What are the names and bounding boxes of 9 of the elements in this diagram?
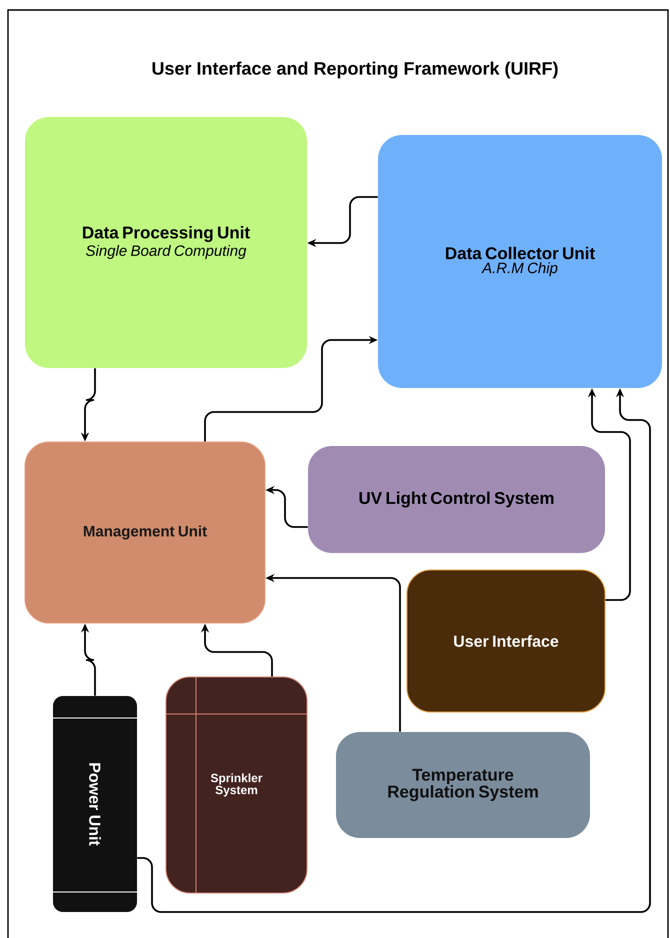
title: User Interface and Reporting Framework (UIRF) xyxy=(152,62,558,78)
unit-box: UV Light Control System xyxy=(308,446,605,553)
unit-box: Data Collector Unit A.R.M Chip xyxy=(378,135,662,388)
unit-box: Power Unit xyxy=(52,696,138,912)
unit-box: Management Unit xyxy=(24,442,266,624)
unit-box: Temperature Regulation System xyxy=(336,732,590,838)
unit-box: Data Processing Unit Single Board Computing xyxy=(25,117,307,368)
unit-box: User Interface xyxy=(406,570,606,712)
unit-box: Sprinkler System xyxy=(166,676,308,894)
